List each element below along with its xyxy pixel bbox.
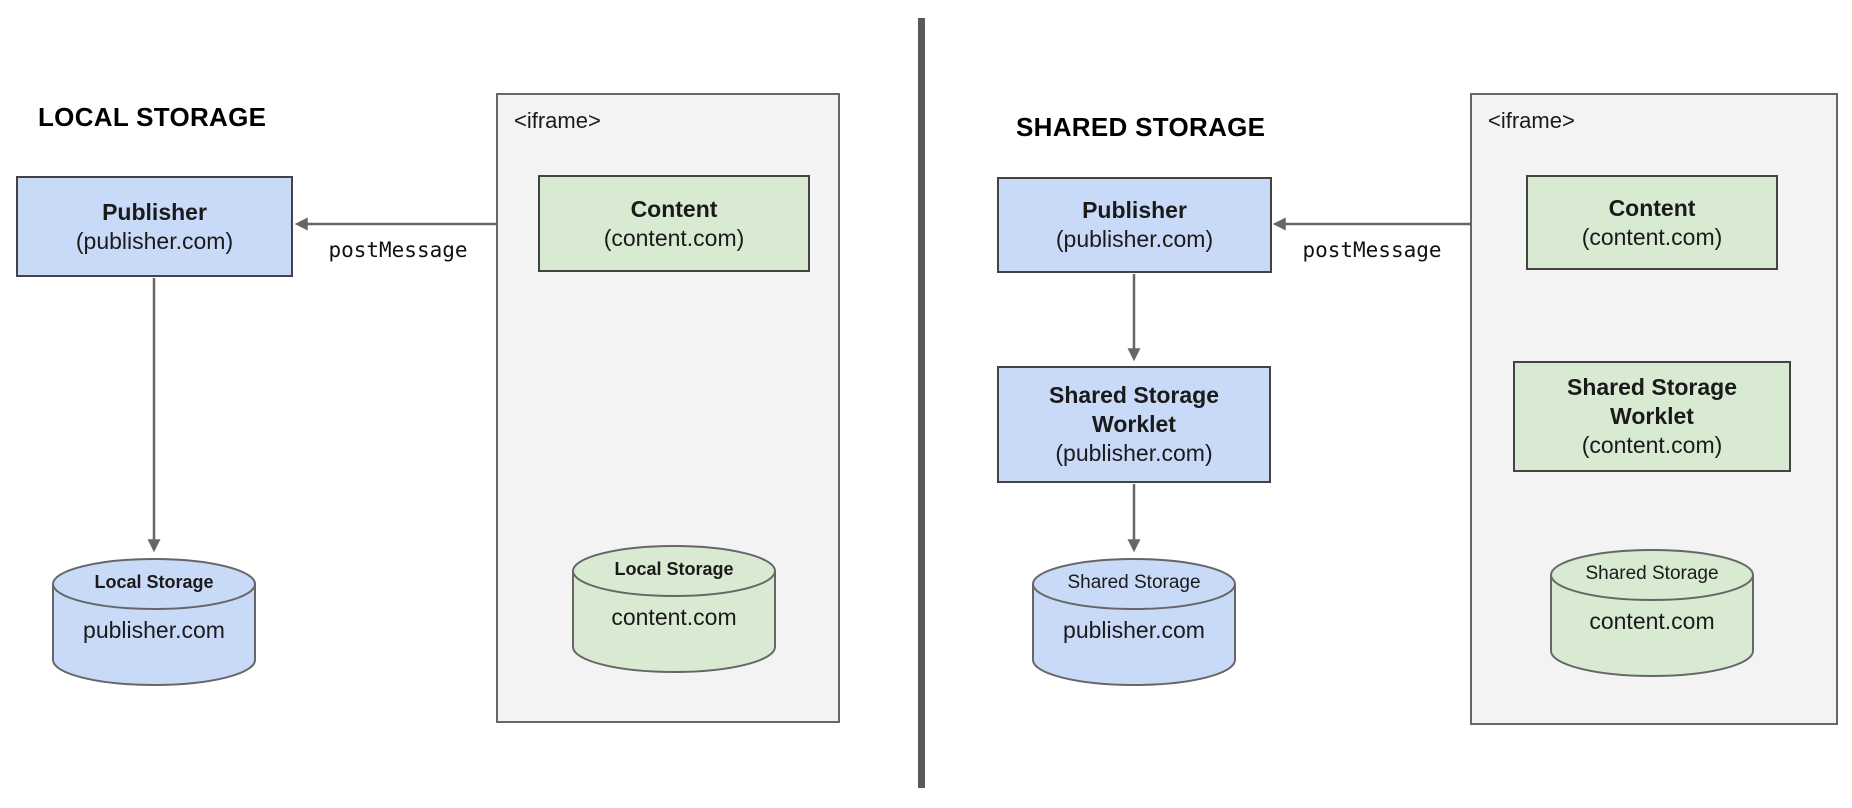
cylinder-label: Local Storage — [94, 572, 214, 592]
iframe-label: <iframe> — [514, 108, 601, 133]
content-storage-cylinder: Shared Storage content.com — [1549, 548, 1755, 678]
worklet-box-domain: (content.com) — [1581, 432, 1723, 458]
content-box: Content (content.com) — [1526, 175, 1778, 270]
postmessage-label: postMessage — [328, 238, 468, 262]
panel-title-local-storage: LOCAL STORAGE — [38, 102, 267, 132]
postmessage-label: postMessage — [1302, 238, 1442, 262]
content-box-domain: (content.com) — [603, 224, 745, 251]
publisher-storage-cylinder: Shared Storage publisher.com — [1031, 557, 1237, 687]
content-box-domain: (content.com) — [1581, 223, 1723, 250]
cylinder-domain: publisher.com — [83, 617, 225, 643]
publisher-box-name: Publisher — [1082, 197, 1187, 223]
content-storage-cylinder: Local Storage content.com — [571, 544, 777, 674]
content-box-name: Content — [630, 195, 718, 222]
cylinder-label: Shared Storage — [1067, 572, 1201, 593]
publisher-box: Publisher (publisher.com) — [16, 176, 293, 277]
publisher-box: Publisher (publisher.com) — [997, 177, 1272, 273]
content-box-name: Content — [1608, 194, 1696, 221]
worklet-box-name: Shared Storage Worklet — [1049, 382, 1219, 437]
cylinder-label: Shared Storage — [1585, 563, 1719, 584]
cylinder-shape — [572, 545, 776, 673]
publisher-box-domain: (publisher.com) — [75, 227, 234, 254]
cylinder-shape — [1550, 549, 1754, 677]
shared-storage-worklet-box-content: Shared Storage Worklet (content.com) — [1513, 361, 1791, 472]
cylinder-domain: publisher.com — [1063, 617, 1205, 643]
content-box: Content (content.com) — [538, 175, 810, 272]
cylinder-domain: content.com — [1589, 608, 1715, 634]
cylinder-label: Local Storage — [614, 559, 734, 579]
iframe-label: <iframe> — [1488, 108, 1575, 133]
publisher-box-domain: (publisher.com) — [1055, 226, 1214, 252]
worklet-box-domain: (publisher.com) — [1055, 440, 1213, 466]
cylinder-shape — [1032, 558, 1236, 686]
publisher-box-name: Publisher — [102, 198, 207, 225]
panel-title-shared-storage: SHARED STORAGE — [1016, 112, 1266, 142]
cylinder-domain: content.com — [611, 604, 737, 630]
panel-divider — [918, 18, 925, 788]
worklet-box-name: Shared Storage Worklet — [1567, 374, 1737, 429]
publisher-storage-cylinder: Local Storage publisher.com — [51, 557, 257, 687]
cylinder-shape — [52, 558, 256, 686]
shared-storage-worklet-box-publisher: Shared Storage Worklet (publisher.com) — [997, 366, 1271, 483]
